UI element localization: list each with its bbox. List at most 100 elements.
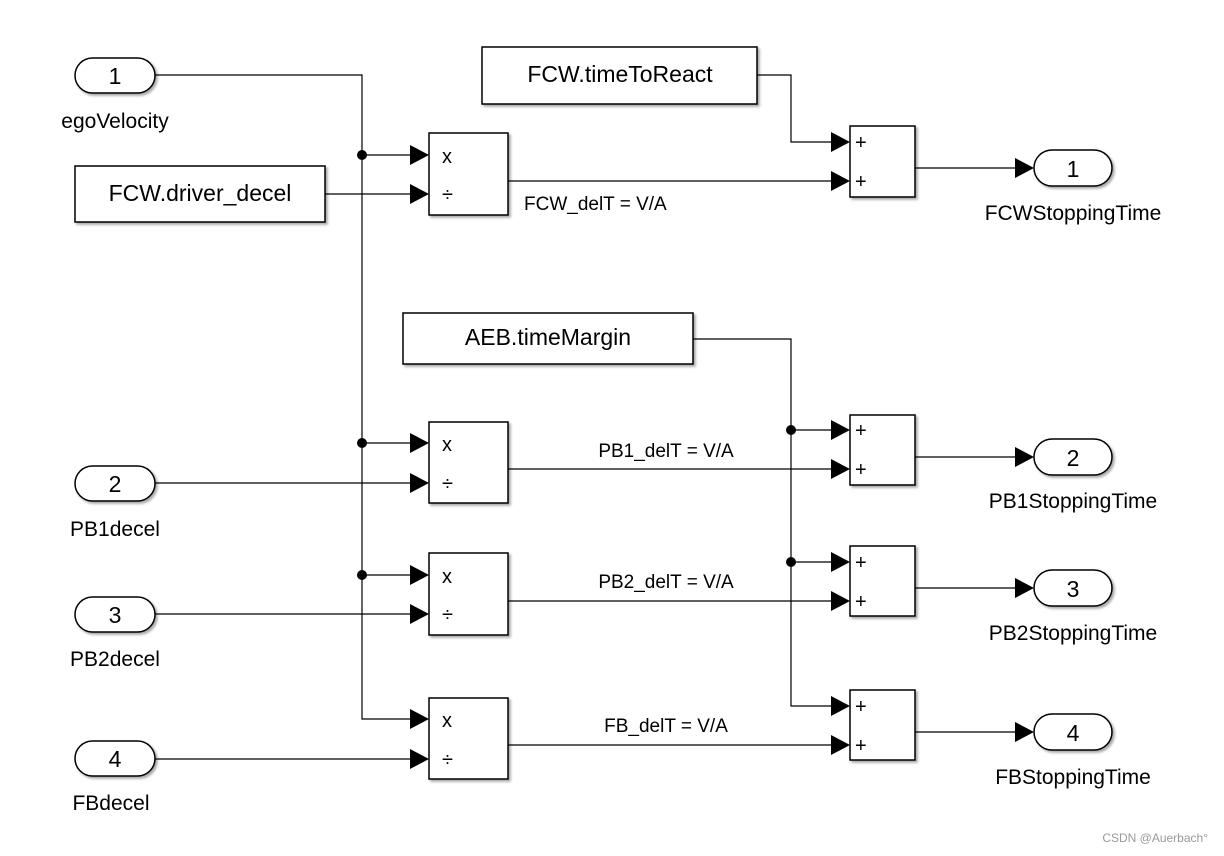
constant-block[interactable] xyxy=(402,312,694,365)
outport-name: PB2StoppingTime xyxy=(989,622,1157,645)
multiply-icon: x xyxy=(442,434,452,456)
divide-icon: ÷ xyxy=(442,604,453,626)
product-block-pb2[interactable]: x ÷ xyxy=(428,552,509,636)
arrowhead-icon xyxy=(410,749,429,769)
outport-4[interactable]: 4 FBStoppingTime xyxy=(995,713,1151,789)
product-block[interactable] xyxy=(428,697,509,780)
arrowhead-icon xyxy=(410,433,429,453)
junction-dot xyxy=(357,570,367,580)
outport-3[interactable]: 3 PB2StoppingTime xyxy=(989,569,1157,645)
inport-shape[interactable] xyxy=(74,596,156,633)
plus-icon: + xyxy=(855,132,867,154)
inport-name: PB2decel xyxy=(70,648,160,671)
product-block[interactable] xyxy=(428,132,509,216)
arrowheads xyxy=(410,132,1034,769)
junction-dot xyxy=(786,557,796,567)
outport-number: 1 xyxy=(1067,156,1080,182)
inport-number: 2 xyxy=(109,471,122,497)
outport-number: 3 xyxy=(1067,576,1080,602)
sum-block-fb[interactable]: + + xyxy=(849,689,916,761)
sum-block-pb2[interactable]: + + xyxy=(849,545,916,617)
junction-dot xyxy=(357,150,367,160)
product-block-pb1[interactable]: x ÷ xyxy=(428,421,509,504)
arrowhead-icon xyxy=(410,565,429,585)
sum-block-pb1[interactable]: + + xyxy=(849,414,916,486)
inport-2[interactable]: 2 PB1decel xyxy=(70,465,160,541)
multiply-icon: x xyxy=(442,710,452,732)
junctions xyxy=(357,150,796,580)
sum-block[interactable] xyxy=(849,414,916,486)
constant-driver-decel[interactable]: FCW.driver_decel xyxy=(74,165,326,223)
inport-shape[interactable] xyxy=(74,57,156,94)
junction-dot xyxy=(786,425,796,435)
sum-block[interactable] xyxy=(849,545,916,617)
inport-number: 4 xyxy=(109,746,122,772)
inport-3[interactable]: 3 PB2decel xyxy=(70,596,160,671)
divide-icon: ÷ xyxy=(442,473,453,495)
arrowhead-icon xyxy=(831,132,850,152)
outport-1[interactable]: 1 FCWStoppingTime xyxy=(985,149,1162,225)
signal-label-pb2-delt: PB2_delT = V/A xyxy=(598,572,734,593)
signal-lines xyxy=(155,74,1017,760)
arrowhead-icon xyxy=(831,735,850,755)
arrowhead-icon xyxy=(410,473,429,493)
outport-shape[interactable] xyxy=(1033,149,1113,187)
product-block[interactable] xyxy=(428,421,509,504)
plus-icon: + xyxy=(855,171,867,193)
sum-block[interactable] xyxy=(849,689,916,761)
sum-block[interactable] xyxy=(849,125,916,198)
inport-shape[interactable] xyxy=(74,740,156,777)
arrowhead-icon xyxy=(1015,578,1034,598)
outport-name: PB1StoppingTime xyxy=(989,490,1157,513)
constant-block[interactable] xyxy=(481,46,758,105)
inport-number: 3 xyxy=(109,602,122,628)
inport-shape[interactable] xyxy=(74,465,156,502)
arrowhead-icon xyxy=(1015,447,1034,467)
arrowhead-icon xyxy=(831,696,850,716)
inport-number: 1 xyxy=(109,63,122,89)
arrowhead-icon xyxy=(410,145,429,165)
arrowhead-icon xyxy=(831,171,850,191)
junction-dot xyxy=(357,438,367,448)
outport-shape[interactable] xyxy=(1033,713,1113,751)
arrowhead-icon xyxy=(831,420,850,440)
outport-shape[interactable] xyxy=(1033,569,1113,607)
constant-time-margin[interactable]: AEB.timeMargin xyxy=(402,312,694,365)
watermark: CSDN @Auerbach° xyxy=(1102,831,1208,845)
inport-name: FBdecel xyxy=(72,792,149,815)
wire-time-to-react[interactable] xyxy=(757,74,833,143)
plus-icon: + xyxy=(855,552,867,574)
signal-label-pb1-delt: PB1_delT = V/A xyxy=(598,441,734,462)
multiply-icon: x xyxy=(442,146,452,168)
product-block[interactable] xyxy=(428,552,509,636)
outport-number: 2 xyxy=(1067,445,1080,471)
inport-4[interactable]: 4 FBdecel xyxy=(72,740,156,815)
constant-block[interactable] xyxy=(74,165,326,223)
wire-egovelocity-bus[interactable] xyxy=(155,74,412,720)
constant-time-to-react[interactable]: FCW.timeToReact xyxy=(481,46,758,105)
constant-label: AEB.timeMargin xyxy=(465,324,631,350)
arrowhead-icon xyxy=(1015,158,1034,178)
inport-name: PB1decel xyxy=(70,518,160,541)
arrowhead-icon xyxy=(831,552,850,572)
outport-name: FCWStoppingTime xyxy=(985,202,1162,225)
inport-name: egoVelocity xyxy=(61,110,169,133)
plus-icon: + xyxy=(855,735,867,757)
arrowhead-icon xyxy=(410,709,429,729)
wire-time-margin-bus[interactable] xyxy=(693,338,833,707)
plus-icon: + xyxy=(855,696,867,718)
outport-shape[interactable] xyxy=(1033,438,1113,476)
product-block-fb[interactable]: x ÷ xyxy=(428,697,509,780)
arrowhead-icon xyxy=(1015,722,1034,742)
outport-number: 4 xyxy=(1067,720,1080,746)
product-block-fcw[interactable]: x ÷ xyxy=(428,132,509,216)
arrowhead-icon xyxy=(410,604,429,624)
inport-1[interactable]: 1 egoVelocity xyxy=(61,57,169,133)
arrowhead-icon xyxy=(410,184,429,204)
signal-label-fb-delt: FB_delT = V/A xyxy=(604,716,728,737)
sum-block-fcw[interactable]: + + xyxy=(849,125,916,198)
plus-icon: + xyxy=(855,420,867,442)
outport-2[interactable]: 2 PB1StoppingTime xyxy=(989,438,1157,513)
multiply-icon: x xyxy=(442,566,452,588)
constant-label: FCW.driver_decel xyxy=(109,180,292,206)
